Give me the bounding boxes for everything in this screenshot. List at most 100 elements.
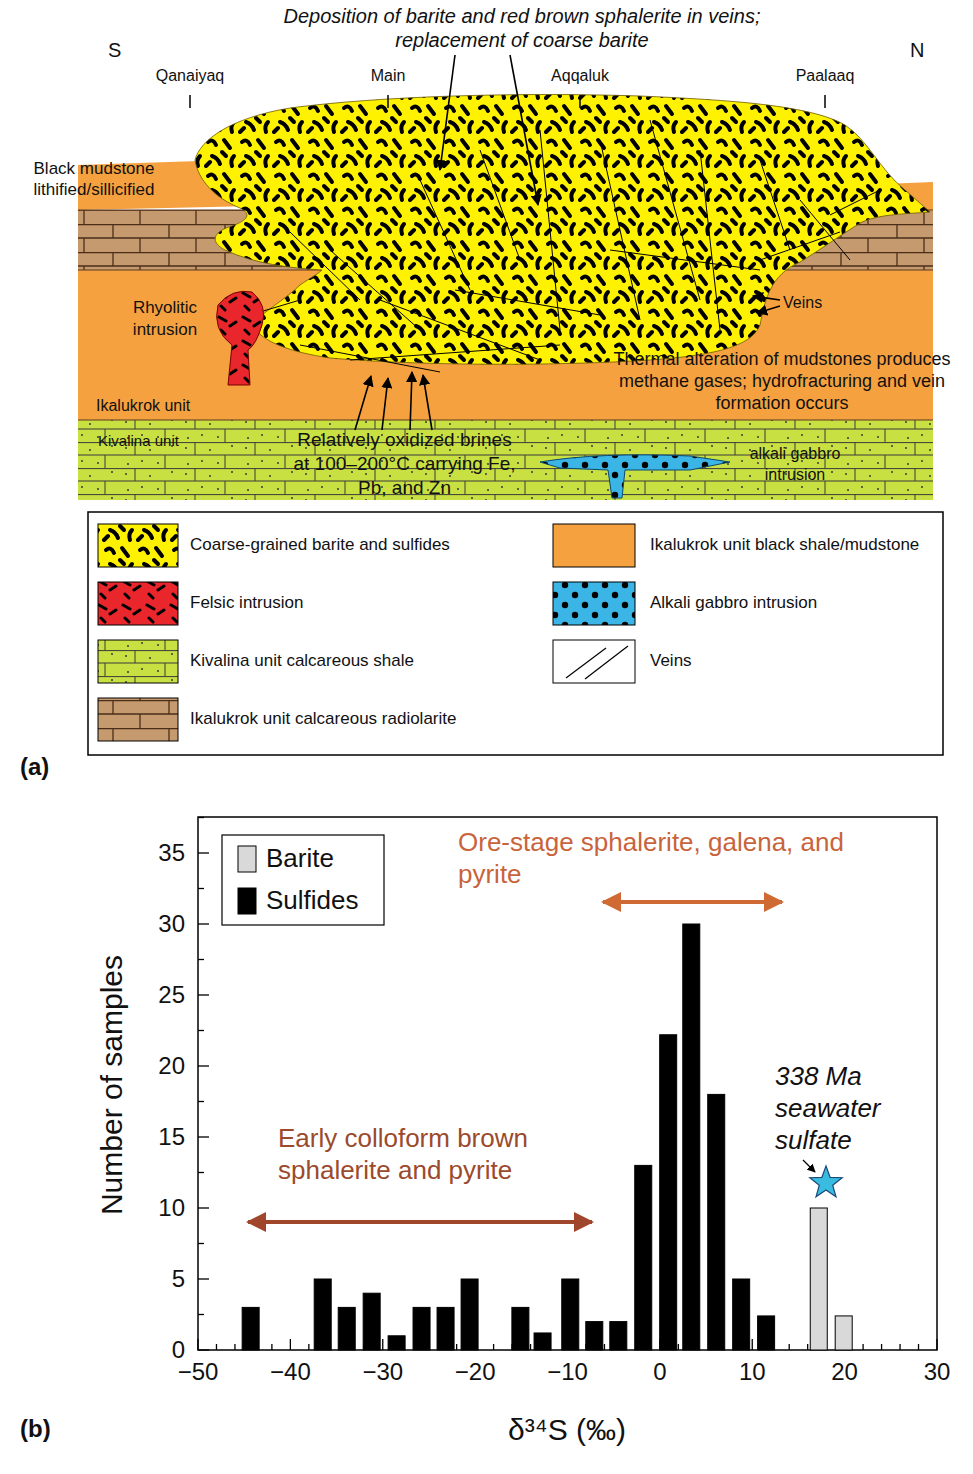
histogram-bar <box>610 1322 627 1350</box>
axis-tick <box>198 1349 209 1350</box>
leader-arrow <box>410 372 412 430</box>
vein-swatch-lines <box>566 646 628 679</box>
axis-tick-label: −20 <box>435 1358 515 1386</box>
vein-lines <box>330 250 420 330</box>
legend-text: Ikalukrok unit black shale/mudstone <box>650 535 919 555</box>
annotation: Rhyolitic intrusion <box>120 297 210 341</box>
axis-tick <box>936 1339 937 1350</box>
legend-text: Sulfides <box>266 885 359 916</box>
axis-tick-label: 20 <box>805 1358 885 1386</box>
annotation: Deposition of barite and red brown sphal… <box>232 4 812 52</box>
axis-tick <box>862 1344 863 1350</box>
histogram-bar <box>635 1165 652 1350</box>
axis-tick <box>198 994 209 995</box>
ore-body <box>195 95 930 365</box>
unit-label: Ikalukrok unit <box>96 396 190 415</box>
axis-tick-label: −40 <box>250 1358 330 1386</box>
axis-tick <box>752 1339 753 1350</box>
axis-tick-label: 0 <box>620 1358 700 1386</box>
axis-tick-label: 30 <box>897 1358 973 1386</box>
axis-tick <box>198 1207 209 1208</box>
vein-lines <box>610 250 760 270</box>
locality-label: Aqqaluk <box>530 66 630 85</box>
locality-tick <box>824 95 826 108</box>
axis-tick-label: 5 <box>115 1265 185 1293</box>
histogram-bar <box>562 1279 579 1350</box>
legend-swatch <box>238 888 256 914</box>
vein-lines <box>830 190 880 215</box>
vein-lines <box>600 140 640 320</box>
histogram-bar <box>338 1307 355 1350</box>
compass-label: S <box>108 38 121 62</box>
axis-tick-label: −30 <box>343 1358 423 1386</box>
vein-swatch-lines <box>566 648 606 678</box>
axis-tick <box>198 1030 204 1031</box>
legend-swatch <box>98 698 178 741</box>
histogram-bar <box>242 1307 259 1350</box>
annotation: Thermal alteration of mudstones produces… <box>592 348 972 414</box>
axis-tick <box>198 1065 209 1066</box>
axis-tick <box>198 1172 204 1173</box>
axis-tick <box>493 1344 494 1350</box>
ore-body <box>195 95 930 365</box>
axis-tick-label: 25 <box>115 981 185 1009</box>
axis-tick <box>881 1344 882 1350</box>
locality-label: Paalaaq <box>775 66 875 85</box>
annotation: alkali gabbro intrusion <box>730 443 860 485</box>
axis-tick <box>271 1344 272 1350</box>
axis-tick <box>918 1344 919 1350</box>
legend-swatch <box>98 582 178 625</box>
axis-tick <box>198 1136 209 1137</box>
histogram-bar <box>708 1094 725 1350</box>
histogram-bar <box>437 1307 454 1350</box>
axis-title: δ³⁴S (‰) <box>467 1412 667 1448</box>
histogram-bar <box>810 1208 827 1350</box>
legend-text: Coarse-grained barite and sulfides <box>190 535 450 555</box>
histogram-bar <box>758 1316 775 1350</box>
vein-lines <box>760 232 840 260</box>
histogram-bar <box>388 1336 405 1350</box>
vein-lines <box>420 180 470 290</box>
axis-tick-label: 10 <box>712 1358 792 1386</box>
vein-lines <box>240 120 880 372</box>
axis-tick <box>198 1278 209 1279</box>
pointer-arrow <box>803 1160 815 1172</box>
axis-tick-label: 20 <box>115 1052 185 1080</box>
annotation: Early colloform brown sphalerite and pyr… <box>278 1122 578 1186</box>
annotation: Black mudstone lithified/sillicified <box>14 158 174 200</box>
leader-arrow <box>382 378 388 430</box>
range-arrow <box>603 900 782 904</box>
range-arrow <box>248 1220 592 1224</box>
axis-tick <box>198 817 204 818</box>
panel-label: (a) <box>20 752 49 781</box>
vein-lines <box>760 160 790 250</box>
axis-tick <box>216 1344 217 1350</box>
histogram-bar <box>512 1307 529 1350</box>
axis-tick <box>198 1314 204 1315</box>
leader-arrow <box>510 55 538 205</box>
range-arrow <box>248 902 782 1222</box>
axis-tick <box>456 1344 457 1350</box>
annotation: Ore-stage sphalerite, galena, and pyrite <box>458 826 848 890</box>
axis-tick <box>899 1344 900 1350</box>
axis-tick-label: −10 <box>528 1358 608 1386</box>
histogram-bar <box>363 1293 380 1350</box>
axis-tick <box>198 852 209 853</box>
leader-arrow <box>423 375 432 430</box>
legend-text: Kivalina unit calcareous shale <box>190 651 414 671</box>
legend-swatch <box>238 846 256 872</box>
annotation: Veins <box>783 293 822 312</box>
legend-text: Veins <box>650 651 692 671</box>
axis-tick <box>198 959 204 960</box>
legend-text: Felsic intrusion <box>190 593 303 613</box>
axis-tick-label: 35 <box>115 839 185 867</box>
unit-label: Kivalina unit <box>98 432 179 450</box>
vein-lines <box>455 290 600 315</box>
axis-tick <box>308 1344 309 1350</box>
axis-tick <box>197 1339 198 1350</box>
annotation: 338 Ma seawater sulfate <box>775 1060 905 1156</box>
legend-frame <box>88 512 943 755</box>
histogram-bar <box>242 924 852 1350</box>
plot-frame <box>198 817 937 1350</box>
axis-tick <box>382 1339 383 1350</box>
